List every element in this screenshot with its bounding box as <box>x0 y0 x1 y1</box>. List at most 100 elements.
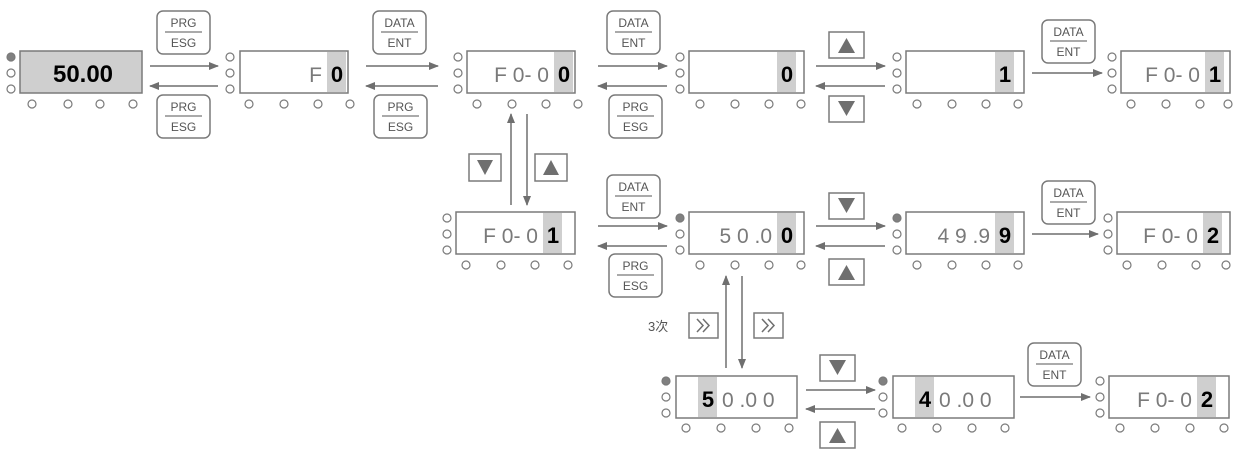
display-active-digit: 4 <box>919 387 932 412</box>
key-label-top: DATA <box>1053 25 1083 39</box>
key-label-top: PRG <box>622 100 648 114</box>
led-indicator <box>1095 376 1105 386</box>
display-d9: 4 9 .9 9 <box>892 211 1025 270</box>
led-indicator <box>225 52 235 62</box>
triangle-up-icon <box>543 160 559 175</box>
led-indicator <box>661 392 671 402</box>
cursor-highlight <box>777 52 796 92</box>
triangle-up-icon <box>829 428 846 443</box>
led-indicator <box>279 99 289 109</box>
key-label-bottom: ENT <box>622 200 647 214</box>
up-key <box>828 31 865 59</box>
led-indicator <box>947 260 957 270</box>
cursor-highlight <box>777 213 796 253</box>
led-indicator <box>675 245 685 255</box>
key-label-top: PRG <box>622 259 648 273</box>
display-active-digit: 9 <box>999 223 1011 248</box>
display-active-digit: 0 <box>781 223 793 248</box>
key-label-bottom: ESG <box>623 120 648 134</box>
led-indicator <box>764 260 774 270</box>
led-indicator <box>1107 52 1117 62</box>
display-active-digit: 0 <box>558 62 570 87</box>
display-dim-text: 5 0 .0 <box>719 225 772 248</box>
display-dim-text: F 0- 0 <box>1145 64 1200 87</box>
led-indicator <box>892 52 902 62</box>
led-indicator <box>661 408 671 418</box>
cursor-highlight <box>543 213 562 253</box>
led-indicator <box>716 423 726 433</box>
led-indicator <box>1095 392 1105 402</box>
lcd-screen <box>675 375 798 419</box>
press-count-note: 3次 <box>648 319 668 334</box>
cursor-highlight <box>1203 213 1222 253</box>
up-key <box>819 421 856 449</box>
down-key <box>468 153 502 182</box>
led-indicator <box>892 68 902 78</box>
display-dim-text: 0 .0 0 <box>722 389 775 412</box>
cursor-highlight <box>698 377 717 417</box>
shift-key <box>688 312 719 339</box>
led-indicator <box>912 260 922 270</box>
data-key: DATA ENT <box>372 10 427 55</box>
led-indicator <box>751 423 761 433</box>
led-indicator <box>947 99 957 109</box>
triangle-down-icon <box>838 101 855 116</box>
lcd-screen <box>19 50 143 94</box>
cursor-highlight <box>1197 377 1216 417</box>
shift-key <box>753 312 784 339</box>
key-label-top: PRG <box>170 100 196 114</box>
double-chevron-right-icon <box>761 318 776 333</box>
led-indicator <box>878 376 888 386</box>
led-indicator <box>1191 260 1201 270</box>
led-indicator <box>128 99 138 109</box>
led-indicator <box>675 213 685 223</box>
led-indicator <box>892 84 902 94</box>
led-indicator <box>764 99 774 109</box>
display-dim-text: 4 9 .9 <box>937 225 990 248</box>
display-d6: F 0- 0 1 <box>1107 50 1233 109</box>
led-indicator <box>675 52 685 62</box>
cursor-highlight <box>1205 52 1224 92</box>
led-indicator <box>932 423 942 433</box>
led-indicator <box>563 260 573 270</box>
led-indicator <box>675 68 685 78</box>
led-indicator <box>1126 99 1136 109</box>
display-active-digit: 0 <box>781 62 793 87</box>
led-indicator <box>225 68 235 78</box>
prg-key: PRG ESG <box>608 94 663 139</box>
prg-key: PRG ESG <box>156 94 211 139</box>
key-label-bottom: ENT <box>1043 368 1068 382</box>
cursor-highlight <box>995 52 1014 92</box>
up-key <box>534 153 568 182</box>
display-dim-text: F 0- 0 <box>494 64 549 87</box>
key-label-top: DATA <box>618 180 648 194</box>
key-label-bottom: ESG <box>171 120 196 134</box>
led-indicator <box>1115 423 1125 433</box>
led-indicator <box>675 84 685 94</box>
key-label-top: PRG <box>170 16 196 30</box>
led-indicator <box>878 392 888 402</box>
led-indicator <box>442 229 452 239</box>
display-active-digit: 2 <box>1207 223 1219 248</box>
key-label-top: PRG <box>387 100 413 114</box>
led-indicator <box>453 52 463 62</box>
data-key: DATA ENT <box>1041 19 1096 64</box>
led-indicator <box>244 99 254 109</box>
triangle-down-icon <box>477 160 493 175</box>
cursor-highlight <box>995 213 1014 253</box>
prg-key: PRG ESG <box>608 253 663 298</box>
lcd-screen <box>892 375 1015 419</box>
led-indicator <box>892 213 902 223</box>
led-indicator <box>225 84 235 94</box>
display-d10: F 0- 0 2 <box>1103 211 1231 270</box>
display-d12: 4 0 .0 0 <box>878 375 1015 433</box>
key-label-top: DATA <box>384 16 414 30</box>
led-indicator <box>95 99 105 109</box>
key-frame <box>828 192 865 220</box>
led-indicator <box>730 260 740 270</box>
led-indicator <box>1103 229 1113 239</box>
led-indicator <box>6 52 16 62</box>
led-indicator <box>442 245 452 255</box>
led-indicator <box>63 99 73 109</box>
